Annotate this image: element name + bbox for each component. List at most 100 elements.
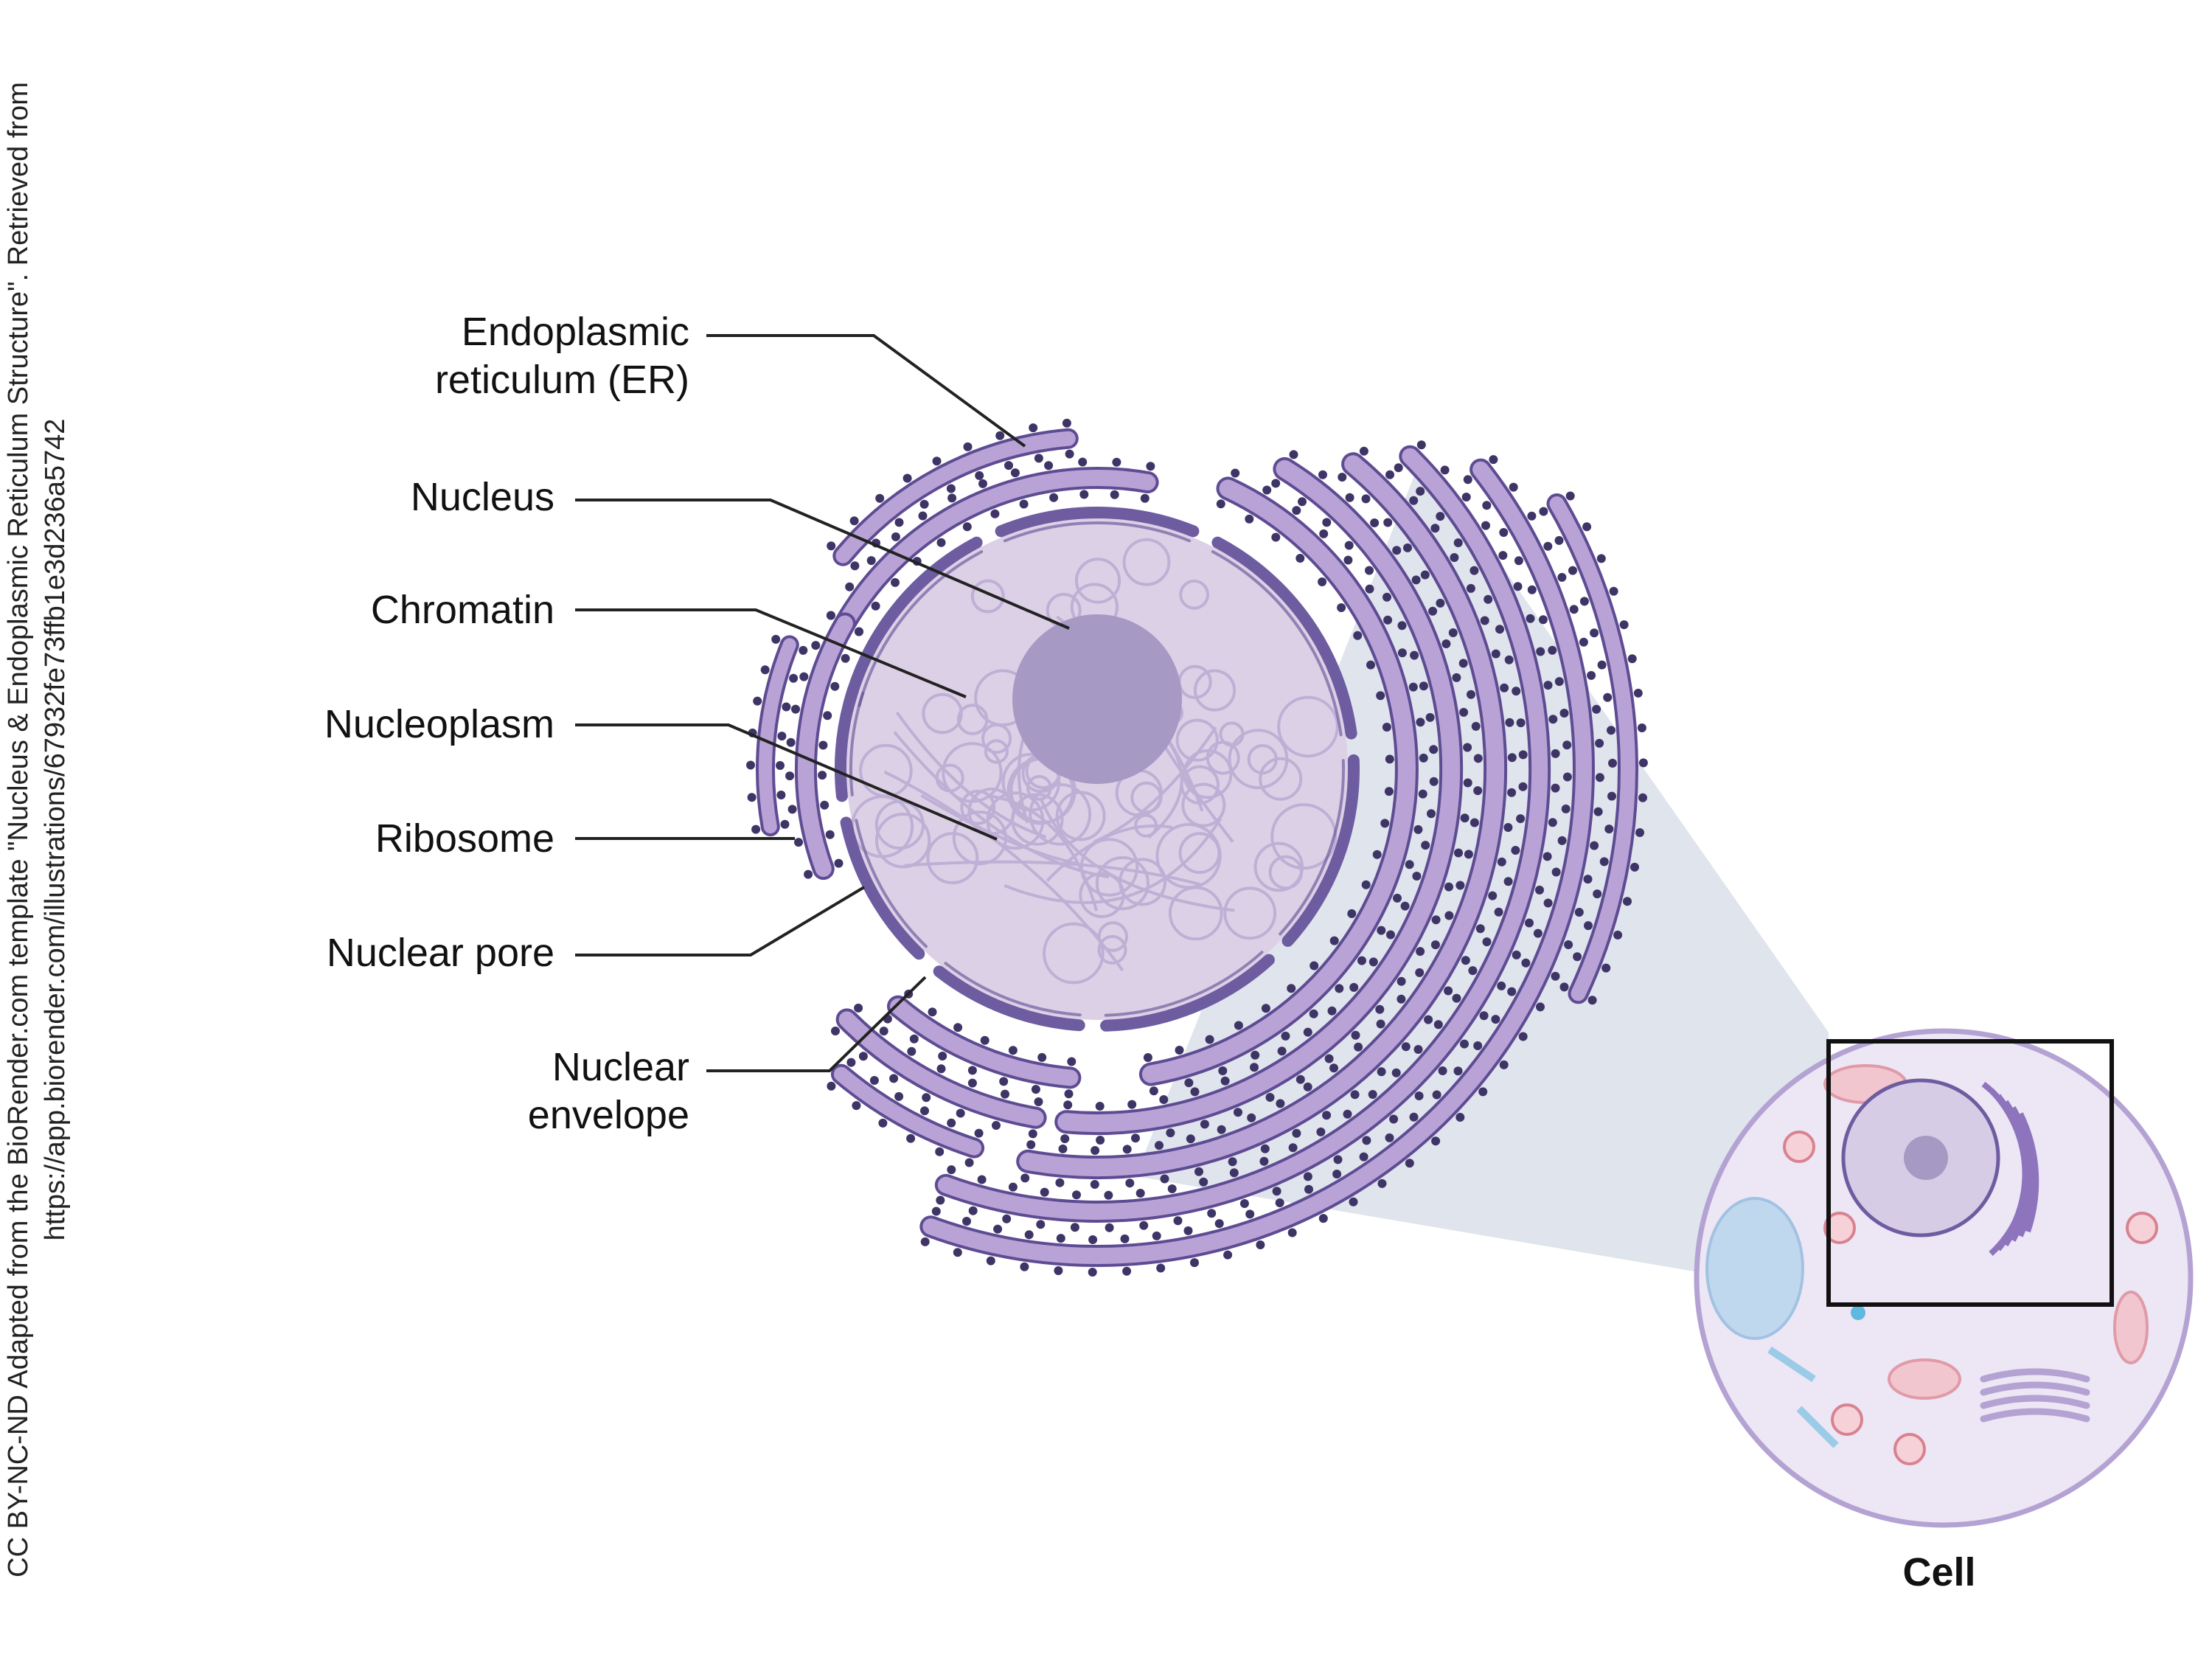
ribosome <box>799 645 808 655</box>
ribosome <box>1344 541 1354 550</box>
nucleolus <box>1012 614 1182 784</box>
ribosome <box>1554 535 1564 545</box>
ribosome <box>1234 1021 1243 1030</box>
ribosome <box>1568 566 1577 575</box>
mitochondrion <box>2113 1291 2149 1364</box>
ribosome <box>1590 628 1599 638</box>
ribosome <box>1431 1136 1441 1146</box>
ribosome <box>1582 522 1592 532</box>
ribosome <box>1535 885 1544 895</box>
ribosome <box>858 1052 868 1061</box>
ribosome <box>1592 704 1601 714</box>
ribosome <box>1527 585 1537 594</box>
ribosome <box>1429 777 1439 786</box>
ribosome <box>1397 994 1406 1004</box>
ribosome <box>1433 1020 1443 1030</box>
er-cisterna <box>937 448 1548 1220</box>
ribosome <box>963 442 973 451</box>
ribosome <box>804 869 813 879</box>
ribosome <box>956 1108 965 1118</box>
ribosome <box>1559 709 1569 718</box>
ribosome <box>968 1206 978 1215</box>
ribosome <box>1190 1087 1200 1097</box>
ribosome <box>962 1217 971 1226</box>
chromatin-loop <box>1130 781 1163 814</box>
ribosome <box>1488 891 1498 900</box>
ribosome <box>1500 683 1509 692</box>
ribosome <box>1155 1141 1164 1150</box>
ribosome <box>1416 487 1425 496</box>
ribosome <box>1384 787 1394 796</box>
ribosome <box>1065 449 1074 459</box>
ribosome <box>894 1091 904 1101</box>
ribosome <box>974 1128 984 1138</box>
ribosome <box>1565 491 1575 501</box>
microtubule <box>1767 1346 1816 1383</box>
ribosome <box>753 696 762 706</box>
ribosome <box>992 1121 1001 1130</box>
ribosome <box>1205 1035 1214 1044</box>
ribosome <box>1464 850 1473 859</box>
ribosome <box>1460 813 1470 823</box>
ribosome <box>1245 514 1254 524</box>
ribosome <box>1365 566 1374 575</box>
ribosome <box>1287 984 1296 993</box>
ribosome <box>1444 882 1453 892</box>
inset-er <box>2003 1100 2031 1242</box>
ribosome <box>938 1052 947 1060</box>
ribosome <box>1067 1057 1077 1066</box>
ribosome <box>1548 818 1557 827</box>
chromatin-loop <box>1043 922 1105 985</box>
chromatin-loop <box>1193 669 1237 712</box>
ribosome <box>1056 1234 1065 1243</box>
ribosome <box>1459 707 1469 717</box>
label-nuclear-envelope-line2: envelope <box>528 1093 689 1137</box>
ribosome <box>1310 961 1319 971</box>
envelope-inner-membrane <box>1104 951 1264 1017</box>
ribosome <box>1554 677 1564 687</box>
ribosome <box>1473 754 1483 763</box>
ribosome <box>1573 952 1582 962</box>
ribosome <box>1229 1168 1239 1178</box>
ribosome <box>1458 659 1468 668</box>
ribosome <box>1444 911 1454 920</box>
ribosome <box>1481 521 1490 530</box>
ribosome <box>1533 928 1543 938</box>
ribosome <box>1295 554 1305 563</box>
ribosome <box>1460 1039 1469 1049</box>
label-er-line1: Endoplasmic <box>462 310 689 354</box>
ribosome <box>1489 455 1498 465</box>
ribosome <box>1548 715 1558 724</box>
lysosome <box>1893 1433 1926 1465</box>
centrosome <box>1851 1305 1865 1320</box>
ribosome <box>1525 918 1534 928</box>
ribosome <box>1376 691 1385 701</box>
ribosome <box>918 511 928 521</box>
ribosome <box>1527 511 1537 521</box>
ribosome <box>1499 528 1509 537</box>
ribosome <box>1376 1019 1385 1029</box>
ribosome <box>1495 625 1504 634</box>
ribosome <box>1539 507 1548 516</box>
ribosome <box>1020 1262 1029 1271</box>
ribosome <box>1609 586 1618 596</box>
ribosome <box>1584 921 1593 931</box>
envelope-segment <box>843 536 983 709</box>
ribosome <box>1421 841 1430 850</box>
vacuole <box>1705 1197 1804 1340</box>
ribosome <box>794 838 803 847</box>
ribosome <box>1281 1031 1290 1041</box>
ribosome <box>1019 499 1029 509</box>
ribosome <box>1385 754 1394 764</box>
ribosome <box>1234 1108 1242 1117</box>
ribosome <box>1503 823 1513 832</box>
ribosome <box>977 1175 987 1184</box>
ribosome <box>889 1074 899 1083</box>
ribosome <box>1463 778 1472 788</box>
ribosome <box>1507 788 1517 797</box>
ribosome <box>1509 482 1518 492</box>
ribosome <box>1450 553 1459 562</box>
er-cisterna <box>759 638 796 834</box>
ribosome <box>1593 889 1602 899</box>
